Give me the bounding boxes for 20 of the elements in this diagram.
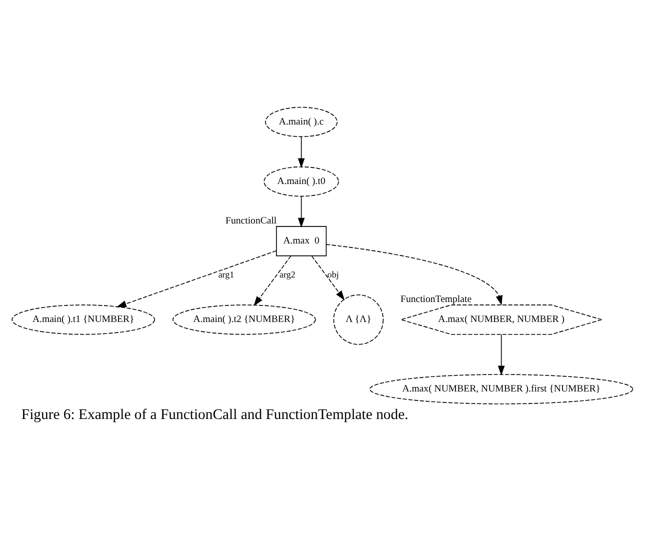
arrow xyxy=(326,244,502,305)
node-ellipse: A.main( ).t2 {NUMBER} xyxy=(172,304,316,334)
arrow xyxy=(311,255,345,300)
edge-label: arg1 xyxy=(218,269,234,280)
arrow xyxy=(116,250,277,307)
edge-label: obj xyxy=(327,269,339,280)
node-box: A.max 0 xyxy=(276,226,327,256)
arrow xyxy=(254,255,292,306)
node-label: FunctionTemplate xyxy=(400,294,472,305)
arrow xyxy=(498,334,505,376)
edge-label: arg2 xyxy=(280,269,296,280)
caption: Figure 6: Example of a FunctionCall and FunctionTemplate node. xyxy=(21,406,408,422)
arrow xyxy=(298,136,305,168)
node-ellipse: A.main( ).t1 {NUMBER} xyxy=(12,304,156,334)
node-ellipse: A.main( ).c xyxy=(265,106,338,137)
node-ellipse: A.max( NUMBER, NUMBER ).first {NUMBER} xyxy=(369,374,634,404)
arrow xyxy=(298,195,305,228)
node-circle: Λ {Λ} xyxy=(333,294,384,344)
node-ellipse: A.main( ).t0 xyxy=(264,166,339,196)
node-label: FunctionCall xyxy=(226,215,277,226)
